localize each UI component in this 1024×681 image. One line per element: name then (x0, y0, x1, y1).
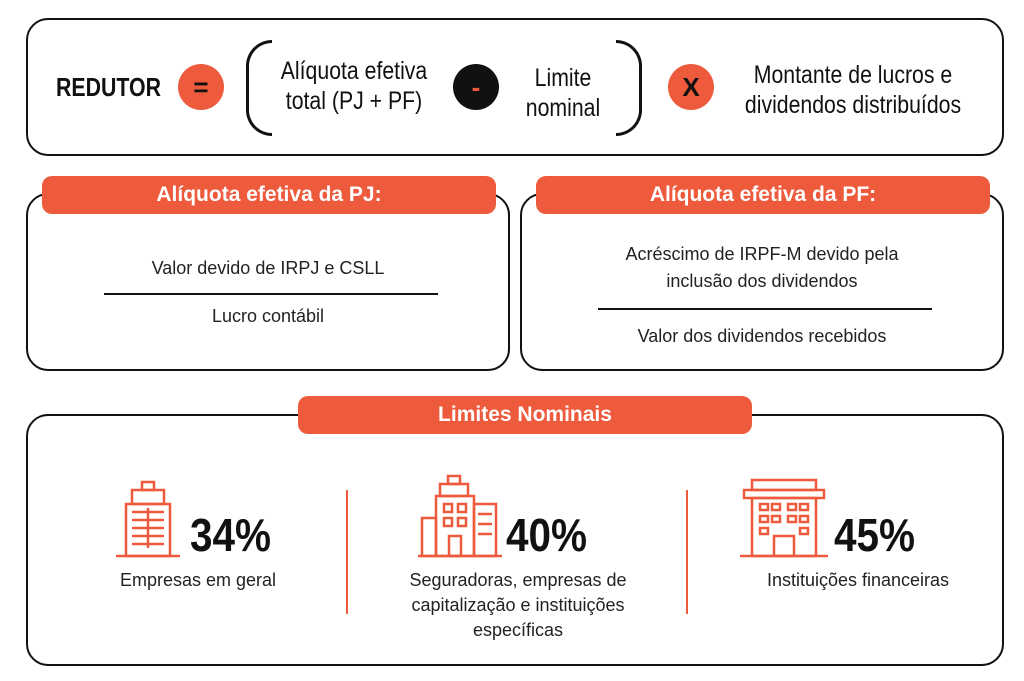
aliquota-total-line2: total (PJ + PF) (285, 87, 423, 115)
pf-numerator: Acréscimo de IRPF-M devido pela inclusão… (522, 241, 1002, 295)
equals-icon: = (178, 64, 224, 110)
aliquota-total-term: Alíquota efetiva total (PJ + PF) (278, 56, 431, 116)
times-icon: X (668, 64, 714, 110)
pf-denominator: Valor dos dividendos recebidos (637, 326, 887, 346)
limits-title: Limites Nominais (298, 396, 752, 434)
pf-fraction-line (598, 308, 932, 310)
limit-40-percent: 40% (506, 509, 588, 561)
right-bracket (616, 40, 642, 136)
pf-box: Acréscimo de IRPF-M devido pela inclusão… (520, 193, 1004, 371)
limit-34-percent: 34% (190, 509, 272, 561)
pf-numerator-line2: inclusão dos dividendos (666, 271, 858, 291)
montante-term: Montante de lucros e dividendos distribu… (734, 60, 972, 120)
limit-divider-2 (686, 490, 688, 614)
limit-40-caption-line2: capitalização e instituições (411, 595, 625, 615)
left-bracket (246, 40, 272, 136)
montante-line1: Montante de lucros e (753, 61, 953, 89)
pf-title: Alíquota efetiva da PF: (536, 176, 990, 214)
montante-line2: dividendos distribuídos (744, 91, 962, 119)
pj-denominator: Lucro contábil (211, 306, 325, 326)
pj-box: Valor devido de IRPJ e CSLL Lucro contáb… (26, 193, 510, 371)
pj-fraction-line (104, 293, 438, 295)
city-buildings-icon (418, 474, 502, 558)
aliquota-total-line1: Alíquota efetiva (280, 57, 428, 85)
pj-numerator: Valor devido de IRPJ e CSLL (151, 258, 385, 278)
limite-nominal-term: Limite nominal (516, 63, 610, 123)
limit-34-caption-line1: Empresas em geral (119, 570, 277, 590)
limit-40-caption-line1: Seguradoras, empresas de (409, 570, 627, 590)
limite-line2: nominal (525, 94, 601, 122)
limite-line1: Limite (534, 64, 592, 92)
limit-40-caption: Seguradoras, empresas de capitalização e… (378, 568, 658, 643)
pf-numerator-line1: Acréscimo de IRPF-M devido pela (625, 244, 899, 264)
bank-building-icon (740, 478, 828, 558)
limit-45-percent: 45% (834, 509, 916, 561)
limit-45-caption-line1: Instituições financeiras (766, 570, 950, 590)
limit-34-caption: Empresas em geral (68, 568, 328, 593)
limit-40-caption-line3: específicas (472, 620, 564, 640)
limit-45-caption: Instituições financeiras (718, 568, 998, 593)
formula-box: REDUTOR = Alíquota efetiva total (PJ + P… (26, 18, 1004, 156)
limit-divider-1 (346, 490, 348, 614)
office-tower-icon (116, 480, 180, 558)
limits-box: 34% Empresas em geral 40% Seguradoras, e… (26, 414, 1004, 666)
pj-title: Alíquota efetiva da PJ: (42, 176, 496, 214)
redutor-label: REDUTOR (56, 72, 162, 102)
minus-icon: - (453, 64, 499, 110)
